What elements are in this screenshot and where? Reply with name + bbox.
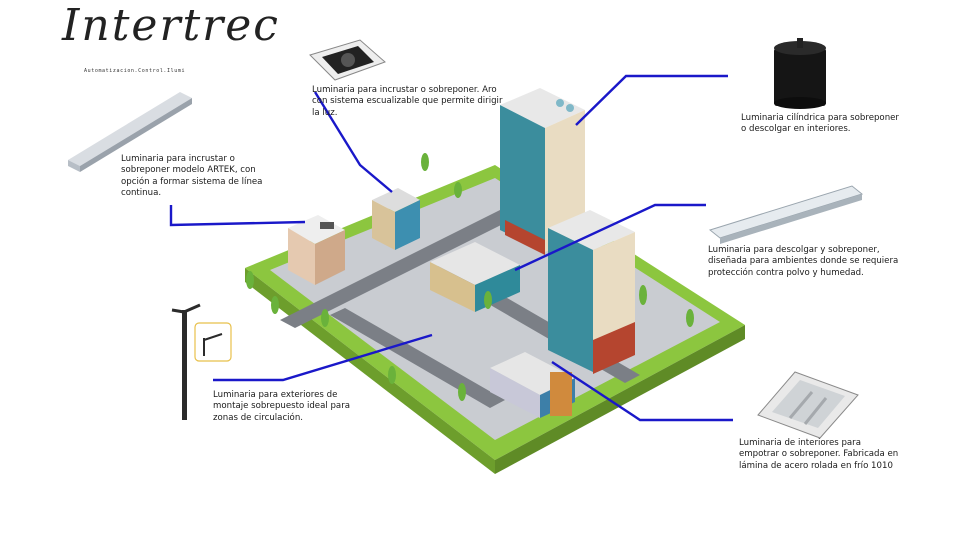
leader-line-aro bbox=[313, 91, 393, 193]
city-ground bbox=[245, 165, 745, 474]
street-light-icon bbox=[171, 303, 232, 420]
brand-tagline: Automatizacion.Control.Ilumi bbox=[84, 68, 186, 74]
leader-line-cilindrica bbox=[575, 74, 728, 126]
leader-line-empotrar bbox=[551, 360, 733, 422]
hermetic-tube-lamp-icon bbox=[708, 185, 864, 244]
artek-linear-lamp-icon bbox=[68, 92, 192, 172]
trees bbox=[246, 153, 694, 401]
leader-lines bbox=[169, 74, 733, 422]
building-small-left bbox=[288, 215, 345, 285]
leader-line-exteriores bbox=[213, 333, 433, 382]
troffer-lamp-icon bbox=[757, 371, 859, 439]
caption-aro: Luminaria para incrustar o sobreponer. A… bbox=[312, 85, 503, 118]
caption-exteriores: Luminaria para exteriores de montaje sob… bbox=[213, 390, 351, 423]
recessed-adjustable-lamp-icon bbox=[309, 39, 386, 81]
building-center-left bbox=[372, 188, 420, 250]
caption-empotrar: Luminaria de interiores para empotrar o … bbox=[739, 438, 899, 471]
caption-hermetica: Luminaria para descolgar y sobreponer, d… bbox=[708, 245, 899, 278]
caption-artek: Luminaria para incrustar o sobreponer mo… bbox=[121, 154, 263, 199]
leader-line-hermetica bbox=[514, 203, 706, 272]
building-lower bbox=[490, 352, 575, 418]
cylindrical-lamp-icon bbox=[774, 38, 826, 109]
tower-right bbox=[548, 210, 635, 374]
caption-cilindrica: Luminaria cilíndrica para sobreponer o d… bbox=[741, 113, 899, 135]
brand-logo: Intertrec bbox=[62, 0, 280, 51]
leader-line-artek bbox=[169, 205, 306, 227]
